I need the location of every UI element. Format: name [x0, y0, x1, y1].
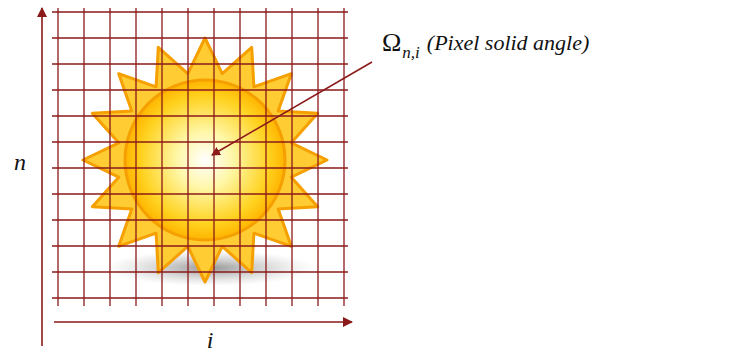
pixel-grid — [52, 8, 348, 306]
symbol-label: Ω — [382, 30, 401, 56]
axis-label: n — [14, 150, 26, 174]
i-axis-arrow — [54, 321, 352, 323]
subscript-label: n,i — [402, 44, 419, 61]
sun-core — [125, 80, 285, 240]
leader-line — [212, 62, 372, 155]
callout-label: (Pixel solid angle) — [427, 32, 590, 54]
n-axis-arrow — [41, 8, 43, 346]
axis-label: i — [207, 328, 214, 352]
